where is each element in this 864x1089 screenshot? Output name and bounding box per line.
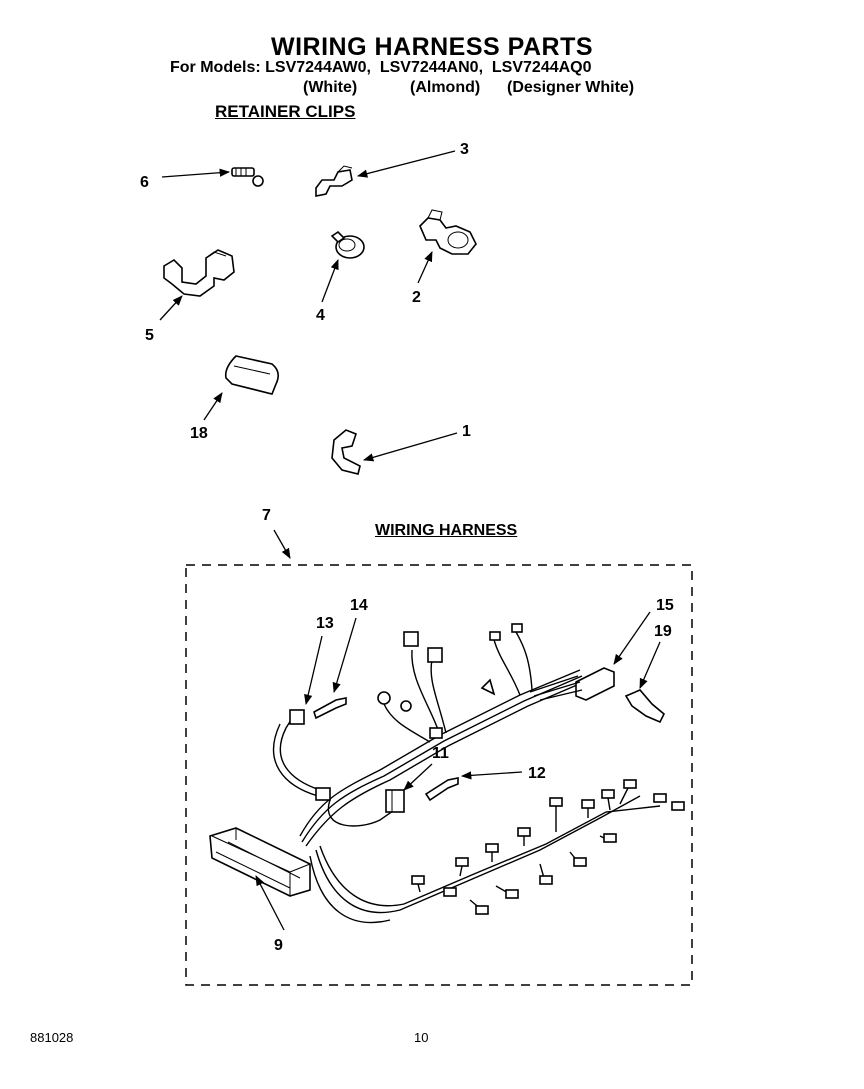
callout-7-leader	[273, 529, 291, 559]
callout-1: 1	[462, 423, 471, 440]
clip-part-1	[331, 429, 458, 475]
callout-15: 15	[656, 597, 674, 614]
callout-12: 12	[528, 765, 546, 782]
callout-9: 9	[274, 937, 283, 954]
color-designer-white: (Designer White)	[507, 79, 635, 96]
retainer-clips-heading: RETAINER CLIPS	[215, 102, 356, 121]
screw-part-6	[161, 167, 264, 187]
callout-5: 5	[145, 327, 154, 344]
callout-15-leader	[613, 611, 651, 665]
wiring-harness-heading: WIRING HARNESS	[375, 522, 518, 539]
sleeve-part-18	[203, 355, 280, 421]
models-list: LSV7244AW0, LSV7244AN0, LSV7244AQ0	[265, 59, 592, 76]
page-title: WIRING HARNESS PARTS	[270, 33, 594, 61]
callout-6: 6	[140, 174, 149, 191]
clip-part-4	[321, 230, 365, 303]
models-line: For Models: LSV7244AW0, LSV7244AN0, LSV7…	[170, 59, 592, 77]
callout-14: 14	[350, 597, 368, 614]
clip-part-5	[159, 249, 235, 321]
callout-13: 13	[316, 615, 334, 632]
page-number: 10	[414, 1030, 429, 1045]
wiring-harness-drawing	[209, 623, 685, 924]
callout-2: 2	[412, 289, 421, 306]
callout-11: 11	[432, 745, 449, 762]
callout-13-leader	[304, 635, 323, 706]
callout-7: 7	[262, 507, 271, 524]
harness-boundary	[185, 564, 693, 986]
callout-3: 3	[460, 141, 469, 158]
callout-14-leader	[332, 617, 357, 693]
callout-19-leader	[639, 641, 661, 689]
callout-9-leader	[255, 875, 285, 931]
footer-code: 881028	[30, 1030, 74, 1045]
callout-19: 19	[654, 623, 672, 640]
callout-4: 4	[316, 307, 325, 324]
callout-12-leader	[460, 771, 523, 780]
color-white: (White)	[303, 79, 358, 96]
callout-11-leader	[403, 763, 433, 791]
callout-18: 18	[190, 425, 208, 442]
models-prefix: For Models:	[170, 59, 261, 76]
clip-part-2	[417, 209, 477, 284]
clip-part-3	[315, 150, 456, 197]
color-almond: (Almond)	[410, 79, 481, 96]
